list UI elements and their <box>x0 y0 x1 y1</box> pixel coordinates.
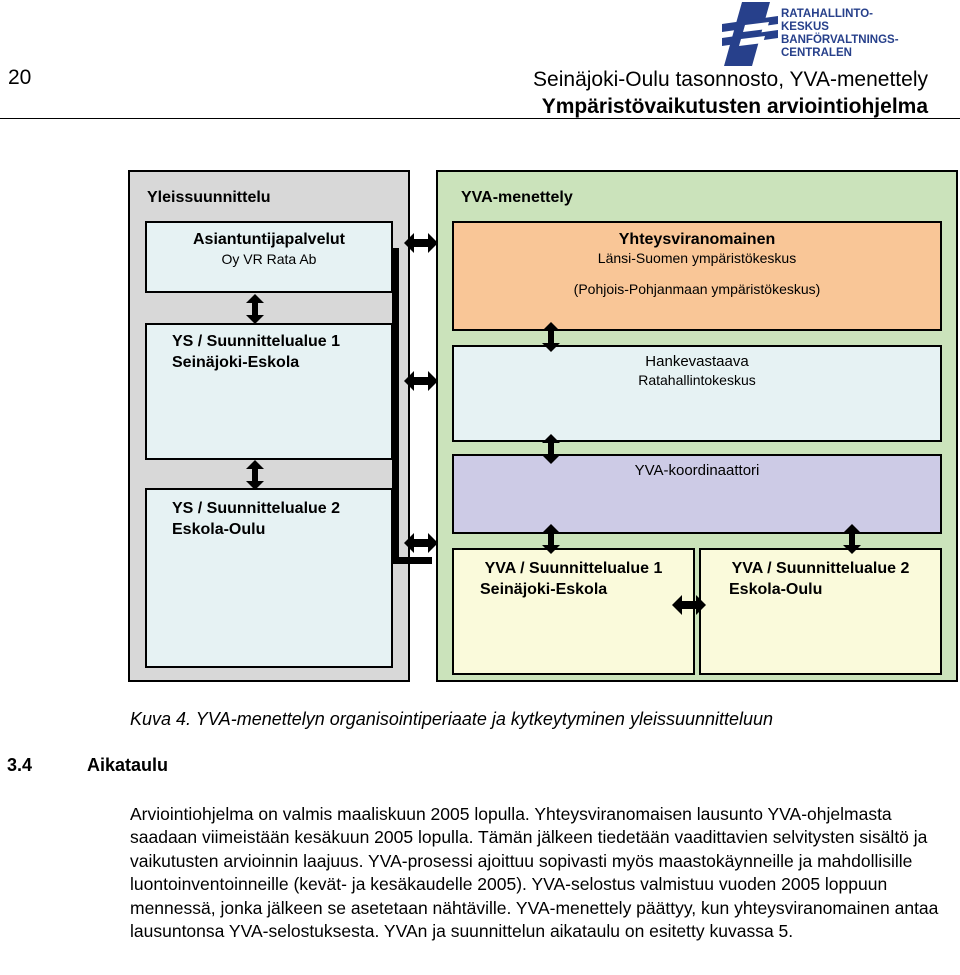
ys2-line1: YS / Suunnittelualue 2 <box>172 500 341 517</box>
document-title: Seinäjoki-Oulu tasonnosto, YVA-menettely <box>533 68 928 91</box>
figure-caption: Kuva 4. YVA-menettelyn organisointiperia… <box>130 709 774 729</box>
page-number: 20 <box>8 66 32 89</box>
logo-line: RATAHALLINTO- <box>781 8 873 20</box>
header-divider <box>0 118 960 119</box>
body-paragraph: Arviointiohjelma on valmis maaliskuun 20… <box>130 804 939 942</box>
connector-line <box>392 248 399 564</box>
yva1-line1: YVA / Suunnittelualue 1 <box>484 560 663 577</box>
ys1-line2: Seinäjoki-Eskola <box>172 354 300 371</box>
vertical-double-arrow-icon <box>246 460 264 490</box>
developer-box: Hankevastaava Ratahallintokeskus <box>452 345 942 442</box>
authority-title: Yhteysviranomainen <box>618 231 776 248</box>
authority-centre-alt: (Pohjois-Pohjanmaan ympäristökeskus) <box>573 281 821 297</box>
document-subtitle: Ympäristövaikutusten arviointiohjelma <box>541 95 928 118</box>
ys-suunnittelualue-2-label: YS / Suunnittelualue 2 Eskola-Oulu <box>172 498 340 540</box>
yva-menettely-title: YVA-menettely <box>461 189 573 206</box>
coordinator-title: YVA-koordinaattori <box>634 462 760 479</box>
vertical-double-arrow-icon <box>843 524 861 554</box>
developer-name: Ratahallintokeskus <box>638 372 756 388</box>
double-arrow-icon <box>404 233 438 253</box>
vertical-double-arrow-icon <box>542 322 560 352</box>
section-number: 3.4 <box>7 755 33 775</box>
vertical-double-arrow-icon <box>542 524 560 554</box>
authority-box: Yhteysviranomainen Länsi-Suomen ympärist… <box>452 221 942 331</box>
consultant-box: Asiantuntijapalvelut Oy VR Rata Ab <box>145 221 393 293</box>
yva-suunnittelualue-2-box: YVA / Suunnittelualue 2 Eskola-Oulu <box>699 548 942 675</box>
consultant-name: Asiantuntijapalvelut <box>192 231 346 248</box>
connector-line <box>392 557 432 564</box>
coordinator-box: YVA-koordinaattori <box>452 454 942 534</box>
ys-suunnittelualue-2-box <box>145 488 393 668</box>
developer-title: Hankevastaava <box>645 353 749 370</box>
double-arrow-icon <box>404 533 438 553</box>
ys-suunnittelualue-1-label: YS / Suunnittelualue 1 Seinäjoki-Eskola <box>172 331 340 373</box>
document-header: Seinäjoki-Oulu tasonnosto, YVA-menettely… <box>533 66 928 120</box>
logo-mark-icon <box>722 2 778 66</box>
yva1-line2: Seinäjoki-Eskola <box>480 581 608 598</box>
ys-suunnittelualue-1-box <box>145 323 393 460</box>
authority-centre: Länsi-Suomen ympäristökeskus <box>597 250 797 266</box>
logo-line: KESKUS <box>781 21 829 33</box>
vertical-double-arrow-icon <box>246 294 264 324</box>
double-arrow-icon <box>672 595 706 615</box>
yva2-line2: Eskola-Oulu <box>729 581 823 598</box>
logo-text: RATAHALLINTO- KESKUS BANFÖRVALTNINGS- CE… <box>781 8 899 60</box>
vertical-double-arrow-icon <box>542 434 560 464</box>
organization-logo: RATAHALLINTO- KESKUS BANFÖRVALTNINGS- CE… <box>722 2 958 68</box>
section-title: Aikataulu <box>87 755 169 775</box>
ys2-line2: Eskola-Oulu <box>172 521 266 538</box>
double-arrow-icon <box>404 371 438 391</box>
logo-line: BANFÖRVALTNINGS- <box>781 34 899 46</box>
yva-suunnittelualue-1-box: YVA / Suunnittelualue 1 Seinäjoki-Eskola <box>452 548 695 675</box>
yva2-line1: YVA / Suunnittelualue 2 <box>731 560 910 577</box>
ys1-line1: YS / Suunnittelualue 1 <box>172 333 341 350</box>
consultant-company: Oy VR Rata Ab <box>221 251 317 267</box>
logo-line: CENTRALEN <box>781 47 852 59</box>
yleissuunnittelu-title: Yleissuunnittelu <box>147 189 271 206</box>
